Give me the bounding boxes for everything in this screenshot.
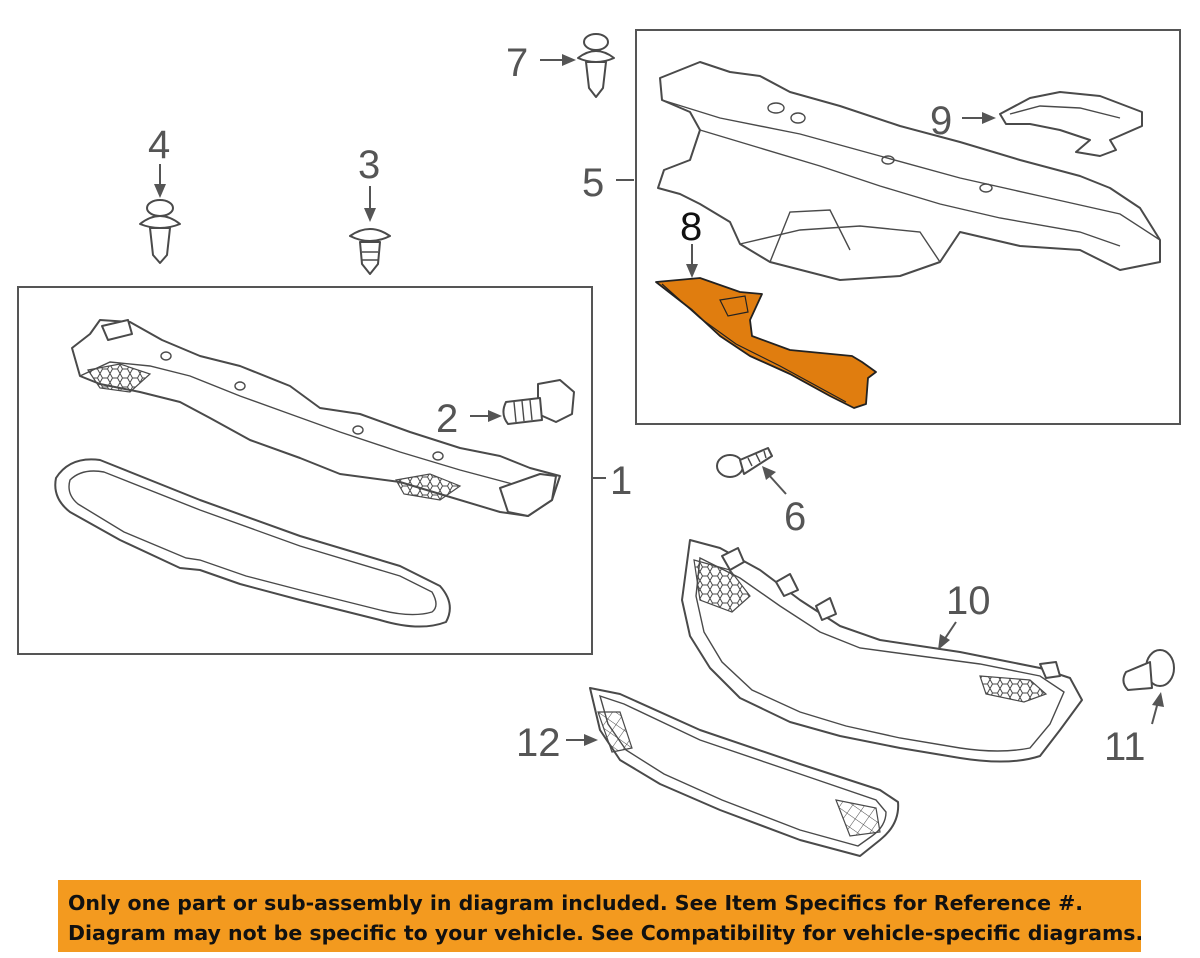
callout-12: 12 bbox=[516, 721, 561, 765]
part-5-upper-support bbox=[657, 61, 1161, 281]
part-11-push-clip bbox=[1122, 649, 1175, 691]
part-3-rivet-clip bbox=[349, 228, 391, 275]
part-1-lower-frame bbox=[54, 458, 451, 628]
part-6-screw bbox=[716, 447, 773, 478]
callout-1: 1 bbox=[610, 459, 632, 503]
callout-10: 10 bbox=[946, 579, 991, 623]
part-7-push-clip bbox=[577, 33, 615, 98]
part-9-bracket bbox=[999, 91, 1143, 157]
disclaimer-banner: Only one part or sub-assembly in diagram… bbox=[58, 880, 1141, 952]
callout-3: 3 bbox=[358, 143, 380, 187]
callout-2: 2 bbox=[436, 397, 458, 441]
part-8-deflector-highlighted bbox=[655, 277, 877, 409]
callout-9: 9 bbox=[930, 99, 952, 143]
callout-6: 6 bbox=[784, 495, 806, 539]
parts-diagram: 7 9 5 8 4 3 2 1 6 10 11 12 bbox=[17, 29, 1181, 857]
part-12-lower-grille bbox=[589, 687, 900, 857]
part-2-bolt bbox=[502, 379, 575, 425]
callout-4: 4 bbox=[148, 123, 170, 167]
disclaimer-line-1: Only one part or sub-assembly in diagram… bbox=[68, 891, 1084, 915]
callout-5: 5 bbox=[582, 161, 604, 205]
part-8-body bbox=[655, 277, 877, 409]
group-box-upper-right bbox=[635, 29, 1181, 425]
callout-7: 7 bbox=[506, 41, 528, 85]
disclaimer-line-2: Diagram may not be specific to your vehi… bbox=[68, 921, 1141, 945]
group-box-left bbox=[17, 286, 593, 655]
part-4-push-clip bbox=[139, 199, 181, 264]
part-10-grille bbox=[681, 539, 1083, 763]
part-1-upper-assembly bbox=[71, 319, 561, 517]
leader-lines bbox=[154, 54, 1164, 746]
callout-8: 8 bbox=[680, 205, 702, 249]
callout-11: 11 bbox=[1104, 725, 1146, 769]
